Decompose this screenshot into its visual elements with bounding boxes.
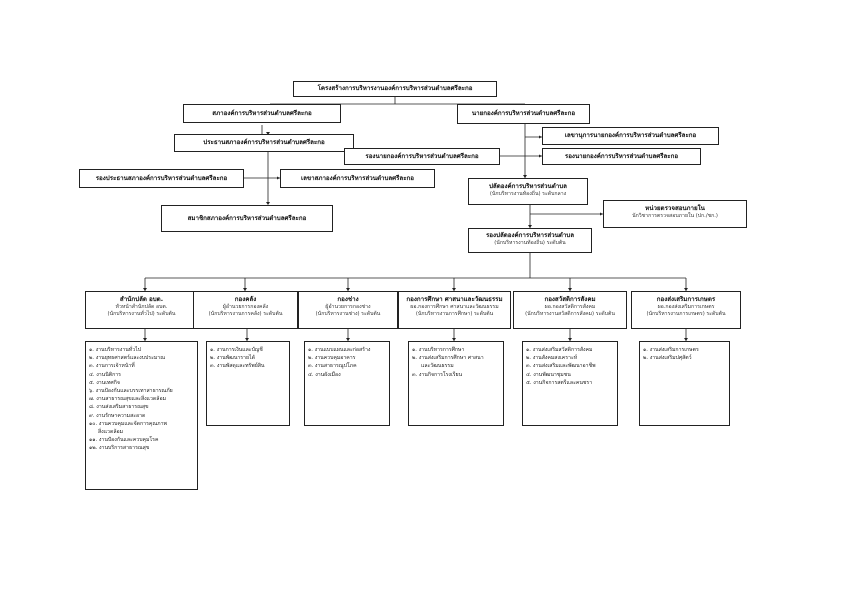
list-item: ๑. งานบริหารงานทั่วไป xyxy=(89,347,142,353)
internal-audit-title: หน่วยตรวจสอบภายใน xyxy=(645,205,705,212)
chief-admin-subtitle: (นักบริหารงานท้องถิ่น) ระดับกลาง xyxy=(489,191,567,197)
council-members-label: สมาชิกสภาองค์การบริหารส่วนตำบลศรีละกอ xyxy=(187,215,307,222)
department-head: ผอ.กองการศึกษา ศาสนาและวัฒนธรรม xyxy=(410,304,499,310)
department-name: กองการศึกษา ศาสนาและวัฒนธรรม xyxy=(406,296,503,303)
deputy-mayor-left-box: รองนายกองค์การบริหารส่วนตำบลศรีละกอ xyxy=(344,148,500,165)
list-item: ๑๐. งานควบคุมและจัดการคุณภาพ xyxy=(89,420,167,427)
list-item: ๑. งานส่งเสริมการเกษตร xyxy=(643,347,699,353)
list-item: ๕. งานเทศกิจ xyxy=(89,379,120,386)
department-name: กองส่งเสริมการเกษตร xyxy=(656,296,716,303)
deputy-mayor-left-label: รองนายกองค์การบริหารส่วนตำบลศรีละกอ xyxy=(365,153,479,160)
council-president-label: ประธานสภาองค์การบริหารส่วนตำบลศรีละกอ xyxy=(203,139,325,146)
list-item: ๓. งานกิจการโรงเรียน xyxy=(412,371,463,378)
list-item: ๒. งานสังคมสงเคราะห์ xyxy=(526,355,578,362)
duties-list-education: ๑. งานบริหารการศึกษา ๒. งานส่งเสริมการศึ… xyxy=(408,341,504,426)
list-item: ๙. งานรักษาความสะอาด xyxy=(89,412,146,419)
department-name: กองช่าง xyxy=(337,296,359,303)
department-rank: (นักบริหารงานการคลัง) ระดับต้น xyxy=(208,311,283,318)
list-item: ๒. งานส่งเสริมการศึกษา ศาสนา xyxy=(412,355,484,362)
department-name: กองสวัสดิการสังคม xyxy=(544,296,596,303)
mayor-secretary-label: เลขานุการนายกองค์การบริหารส่วนตำบลศรีละก… xyxy=(564,132,697,139)
department-head: ผู้อำนวยการกองช่าง xyxy=(325,304,371,310)
list-item: ๔. งานผังเมือง xyxy=(308,371,341,378)
list-item: ๓. งานการเจ้าหน้าที่ xyxy=(89,363,135,370)
department-rank: (นักบริหารงานทั่วไป) ระดับต้น xyxy=(107,311,176,318)
list-item: ๓. งานสาธารณูปโภค xyxy=(308,363,357,370)
deputy-mayor-right-label: รองนายกองค์การบริหารส่วนตำบลศรีละกอ xyxy=(564,153,679,160)
council-secretary-label: เลขาสภาองค์การบริหารส่วนตำบลศรีละกอ xyxy=(300,175,414,182)
department-rank: (นักบริหารงานการเกษตร) ระดับต้น xyxy=(646,311,726,318)
duties-list-social-welfare: ๑. งานส่งเสริมสวัสดิการสังคม ๒. งานสังคม… xyxy=(522,341,618,426)
council-box-label: สภาองค์การบริหารส่วนตำบลศรีละกอ xyxy=(212,110,312,117)
list-item: ๔. งานพัฒนาชุมชน xyxy=(526,371,571,378)
org-chart-title: โครงสร้างการบริหารงานองค์การบริหารส่วนตำ… xyxy=(293,81,497,97)
chief-admin-title: ปลัดองค์การบริหารส่วนตำบล xyxy=(489,183,567,190)
internal-audit-box: หน่วยตรวจสอบภายใน นักวิชาการตรวจสอบภายใน… xyxy=(603,200,747,228)
list-item: ๘. งานส่งเสริมสาธารณสุข xyxy=(89,404,149,411)
department-rank: (นักบริหารงานช่าง) ระดับต้น xyxy=(315,311,381,318)
list-item: ๒. งานส่งเสริมปศุสัตว์ xyxy=(643,355,692,362)
list-item: ๔. งานนิติการ xyxy=(89,371,121,378)
chief-admin-box: ปลัดองค์การบริหารส่วนตำบล (นักบริหารงานท… xyxy=(468,178,588,205)
department-box-office: สำนักปลัด อบต. หัวหน้าสำนักปลัด อบต. (นั… xyxy=(85,291,198,329)
list-item: ๑. งานส่งเสริมสวัสดิการสังคม xyxy=(526,347,593,353)
department-head: ผู้อำนวยการกองคลัง xyxy=(222,304,269,310)
list-item: ๑. งานการเงินและบัญชี xyxy=(210,347,263,353)
council-secretary-box: เลขาสภาองค์การบริหารส่วนตำบลศรีละกอ xyxy=(280,169,435,188)
department-head: หัวหน้าสำนักปลัด อบต. xyxy=(115,304,168,310)
department-box-education: กองการศึกษา ศาสนาและวัฒนธรรม ผอ.กองการศึ… xyxy=(398,291,511,329)
department-box-engineering: กองช่าง ผู้อำนวยการกองช่าง (นักบริหารงาน… xyxy=(298,291,398,329)
deputy-chief-admin-title: รองปลัดองค์การบริหารส่วนตำบล xyxy=(485,232,575,239)
deputy-mayor-right-box: รองนายกองค์การบริหารส่วนตำบลศรีละกอ xyxy=(542,148,701,165)
deputy-chief-admin-box: รองปลัดองค์การบริหารส่วนตำบล (นักบริหารง… xyxy=(468,228,592,253)
council-box: สภาองค์การบริหารส่วนตำบลศรีละกอ xyxy=(183,104,341,123)
mayor-label: นายกองค์การบริหารส่วนตำบลศรีละกอ xyxy=(471,110,576,117)
list-item: ๓. งานพัสดุและทรัพย์สิน xyxy=(210,363,265,370)
duties-list-engineering: ๑. งานแบบแผนและก่อสร้าง ๒. งานควบคุมอาคา… xyxy=(304,341,390,426)
list-item: ๒. งานยุทธศาสตร์และงบประมาณ xyxy=(89,355,166,362)
list-item: ๕. งานกิจการสตรีและคนชรา xyxy=(526,379,593,386)
list-item: สิ่งแวดล้อม xyxy=(98,429,124,436)
council-president-box: ประธานสภาองค์การบริหารส่วนตำบลศรีละกอ xyxy=(174,134,354,152)
list-item: ๗. งานสาธารณสุขและสิ่งแวดล้อม xyxy=(89,396,167,403)
council-vice-president-label: รองประธานสภาองค์การบริหารส่วนตำบลศรีละกอ xyxy=(95,175,228,182)
department-rank: (นักบริหารงานสวัสดิการสังคม) ระดับต้น xyxy=(525,311,615,318)
list-item: ๑๒. งานบริการสาธารณสุข xyxy=(89,445,150,452)
department-rank: (นักบริหารงานการศึกษา) ระดับต้น xyxy=(415,311,494,318)
council-members-box: สมาชิกสภาองค์การบริหารส่วนตำบลศรีละกอ xyxy=(161,205,333,232)
council-vice-president-box: รองประธานสภาองค์การบริหารส่วนตำบลศรีละกอ xyxy=(79,169,244,188)
list-item: ๓. งานส่งเสริมและพัฒนาอาชีพ xyxy=(526,363,596,370)
department-name: สำนักปลัด อบต. xyxy=(119,296,164,303)
duties-list-finance: ๑. งานการเงินและบัญชี ๒. งานพัฒนารายได้ … xyxy=(206,341,290,426)
list-item: ๒. งานควบคุมอาคาร xyxy=(308,355,356,362)
internal-audit-subtitle: นักวิชาการตรวจสอบภายใน (ปก./ชก.) xyxy=(632,213,718,219)
deputy-chief-admin-subtitle: (นักบริหารงานท้องถิ่น) ระดับต้น xyxy=(494,240,566,246)
mayor-box: นายกองค์การบริหารส่วนตำบลศรีละกอ xyxy=(457,104,590,124)
org-chart-title-text: โครงสร้างการบริหารงานองค์การบริหารส่วนตำ… xyxy=(317,85,473,92)
department-box-finance: กองคลัง ผู้อำนวยการกองคลัง (นักบริหารงาน… xyxy=(193,291,298,329)
duties-list-office: ๑. งานบริหารงานทั่วไป ๒. งานยุทธศาสตร์แล… xyxy=(85,341,198,490)
list-item: ๑. งานบริหารการศึกษา xyxy=(412,347,465,353)
list-item: ๑๑. งานป้องกันและควบคุมโรค xyxy=(89,437,159,444)
mayor-secretary-box: เลขานุการนายกองค์การบริหารส่วนตำบลศรีละก… xyxy=(542,127,719,145)
list-item: ๒. งานพัฒนารายได้ xyxy=(210,355,255,362)
department-box-social-welfare: กองสวัสดิการสังคม ผอ.กองสวัสดิการสังคม (… xyxy=(513,291,627,329)
department-box-agriculture: กองส่งเสริมการเกษตร ผอ.กองส่งเสริมการเกษ… xyxy=(631,291,741,329)
department-head: ผอ.กองส่งเสริมการเกษตร xyxy=(657,304,715,310)
list-item: ๑. งานแบบแผนและก่อสร้าง xyxy=(308,347,371,353)
duties-list-agriculture: ๑. งานส่งเสริมการเกษตร ๒. งานส่งเสริมปศุ… xyxy=(639,341,730,426)
list-item: และวัฒนธรรม xyxy=(421,363,454,370)
department-name: กองคลัง xyxy=(234,296,257,303)
department-head: ผอ.กองสวัสดิการสังคม xyxy=(544,304,596,310)
list-item: ๖. งานป้องกันและบรรเทาสาธารณภัย xyxy=(89,388,173,395)
